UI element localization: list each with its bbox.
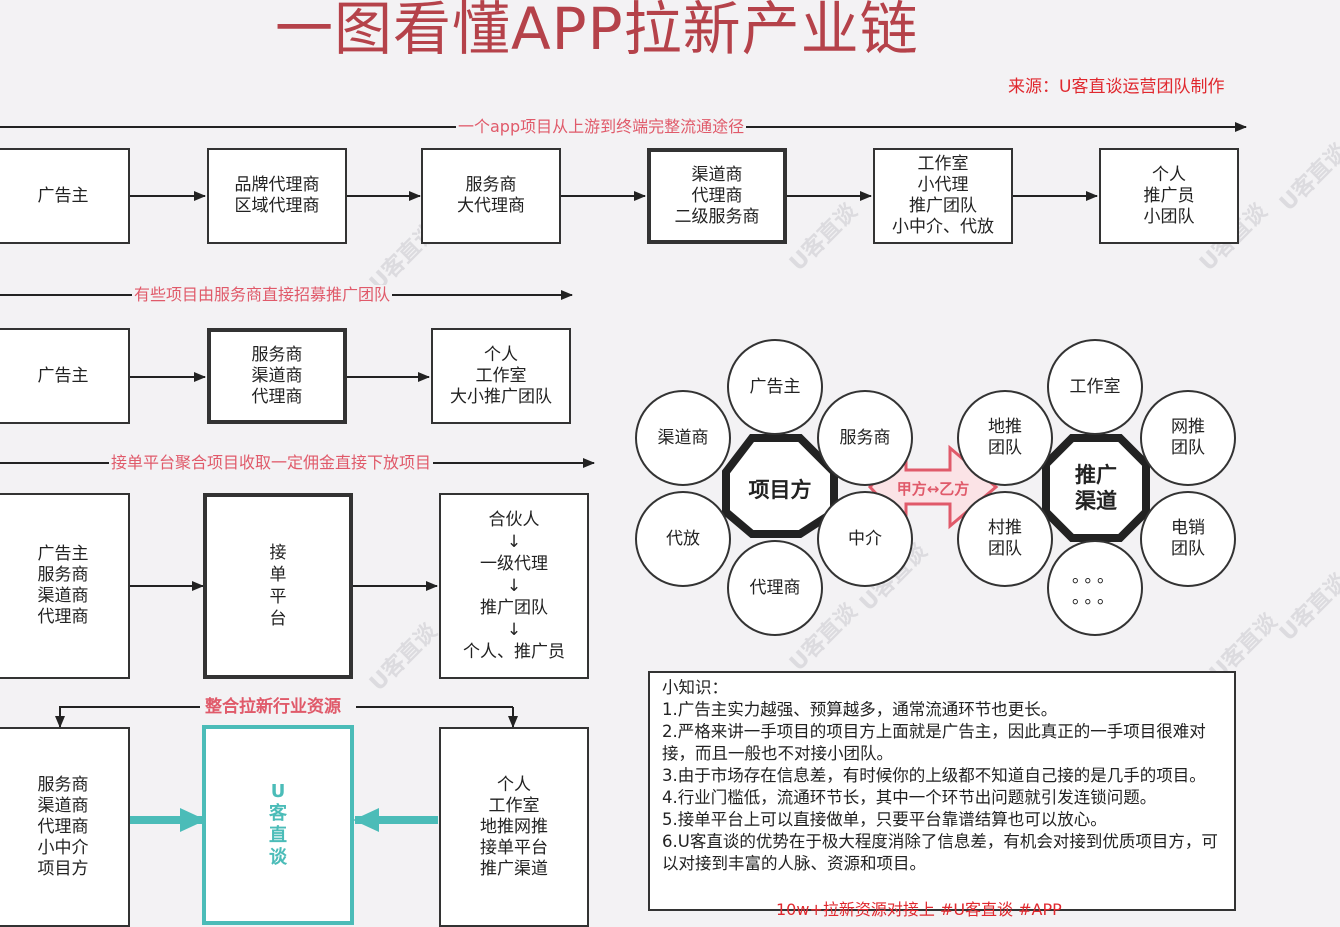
row3-box-upstream: 广告主 服务商 渠道商 代理商 [0, 493, 130, 679]
cluster-right-online: 网推 团队 [1140, 390, 1236, 486]
row1-box-channel: 渠道商 代理商 二级服务商 [647, 148, 787, 244]
row1-box-service-provider: 服务商 大代理商 [421, 148, 561, 244]
tip-item: 3.由于市场存在信息差，有时候你的上级都不知道自己接的是几手的项目。 [662, 766, 1206, 785]
cluster-left-release: 代放 [635, 491, 731, 587]
row2-banner: 有些项目由服务商直接招募推广团队 [132, 285, 393, 305]
cluster-right-village: 村推 团队 [957, 491, 1053, 587]
cluster-left-advertiser: 广告主 [727, 339, 823, 435]
cluster-right-ground: 地推 团队 [957, 390, 1053, 486]
tip-item: 4.行业门槛低，流通环节长，其中一个环节出问题就引发连锁问题。 [662, 788, 1157, 807]
tip-item: 5.接单平台上可以直接做单，只要平台靠谱结算也可以放心。 [662, 810, 1107, 829]
tip-item: 2.严格来讲一手项目的项目方上面就是广告主，因此真正的一手项目很难对接，而且一般… [662, 722, 1206, 763]
cluster-left-agent: 代理商 [727, 540, 823, 636]
cluster-right-studio: 工作室 [1047, 339, 1143, 435]
row3-banner: 接单平台聚合项目收取一定佣金直接下放项目 [109, 453, 434, 473]
row1-box-brand-agent: 品牌代理商 区域代理商 [207, 148, 347, 244]
row3-box-order-platform: 接 单 平 台 [203, 493, 353, 679]
row4-box-left: 服务商 渠道商 代理商 小中介 项目方 [0, 727, 130, 927]
flow-arrows [0, 122, 1247, 832]
row4-box-uke: U 客 直 谈 [202, 725, 354, 925]
tips-heading: 小知识： [662, 678, 728, 697]
cluster-right-center: 推广 渠道 [1075, 463, 1117, 513]
row1-box-individual: 个人 推广员 小团队 [1099, 148, 1239, 244]
cluster-right-more: 。。。 。。。 [1047, 540, 1143, 636]
tip-item: 6.U客直谈的优势在于极大程度消除了信息差，有机会对接到优质项目方，可以对接到丰… [662, 832, 1218, 873]
tips-panel: 小知识： 1.广告主实力越强、预算越多，通常流通环节也更长。 2.严格来讲一手项… [648, 671, 1236, 911]
row3-box-hierarchy: 合伙人 ↓ 一级代理 ↓ 推广团队 ↓ 个人、推广员 [439, 493, 589, 679]
bottom-promo: 10w+拉新资源对接上 #U客直谈 #APP [776, 900, 1062, 919]
page-title: 一图看懂APP拉新产业链 [275, 0, 919, 63]
cluster-right-telesales: 电销 团队 [1140, 491, 1236, 587]
cluster-left-agency: 中介 [817, 491, 913, 587]
row1-box-advertiser: 广告主 [0, 148, 130, 244]
row2-box-advertiser: 广告主 [0, 328, 130, 424]
row2-box-service: 服务商 渠道商 代理商 [207, 328, 347, 424]
row4-banner: 整合拉新行业资源 [203, 697, 343, 717]
row4-box-right: 个人 工作室 地推网推 接单平台 推广渠道 [439, 727, 589, 927]
promotion-channel-octagon [1042, 434, 1150, 542]
row1-banner: 一个app项目从上游到终端完整流通途径 [456, 117, 747, 137]
cluster-left-channel: 渠道商 [635, 390, 731, 486]
source-note: 来源：U客直谈运营团队制作 [1008, 77, 1225, 97]
double-arrow-label: 甲方↔乙方 [896, 480, 970, 498]
tip-item: 1.广告主实力越强、预算越多，通常流通环节也更长。 [662, 700, 1058, 719]
cluster-left-service: 服务商 [817, 390, 913, 486]
row2-box-team: 个人 工作室 大小推广团队 [431, 328, 571, 424]
project-side-octagon [722, 434, 838, 538]
cluster-left-center: 项目方 [748, 478, 812, 502]
row1-box-studio: 工作室 小代理 推广团队 小中介、代放 [873, 148, 1013, 244]
